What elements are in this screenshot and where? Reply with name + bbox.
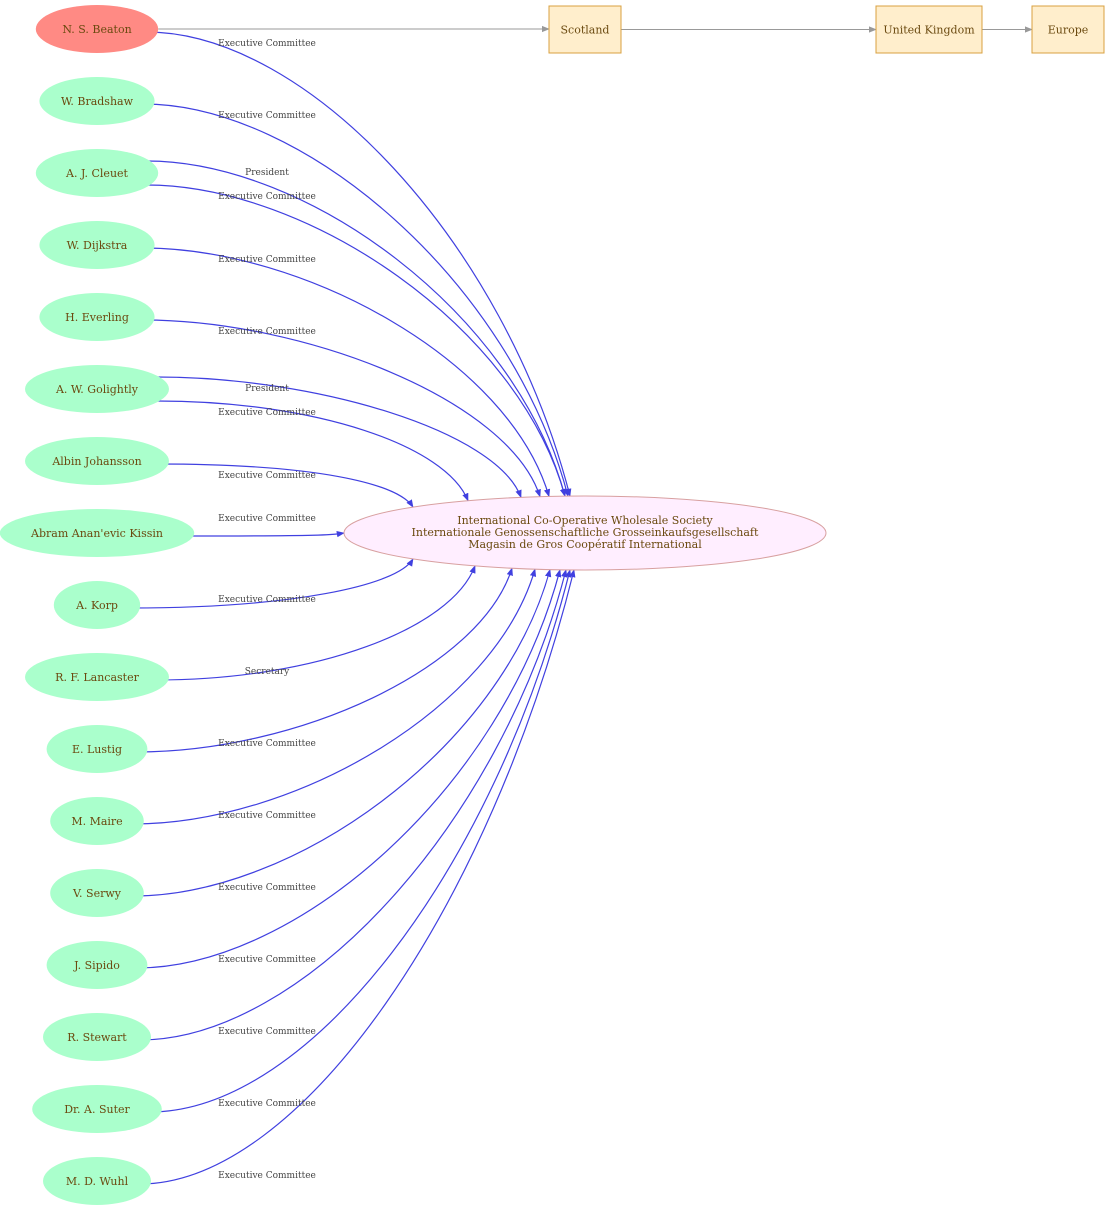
person-name: A. W. Golightly — [55, 383, 139, 396]
place-node-scotland[interactable]: Scotland — [548, 5, 622, 54]
membership-edge-r-stewart-0 — [139, 569, 568, 1041]
person-node-m-d-wuhl[interactable]: M. D. Wuhl — [43, 1157, 151, 1205]
person-node-e-lustig[interactable]: E. Lustig — [46, 725, 148, 773]
membership-edge-dr-a-suter-0 — [149, 569, 572, 1113]
person-node-j-sipido[interactable]: J. Sipido — [46, 941, 148, 989]
membership-edge-a-w-golightly-0 — [156, 376, 522, 499]
edge-label-n-s-beaton-0: Executive Committee — [218, 39, 316, 49]
membership-edge-a-korp-0 — [130, 558, 414, 609]
place-node-united-kingdom[interactable]: United Kingdom — [875, 5, 983, 54]
membership-edge-a-j-cleuet-1 — [146, 184, 567, 497]
person-node-w-dijkstra[interactable]: W. Dijkstra — [39, 221, 155, 269]
person-name: N. S. Beaton — [62, 23, 131, 36]
organization-name-line-3: Magasin de Gros Coopératif International — [468, 538, 702, 551]
person-node-r-stewart[interactable]: R. Stewart — [43, 1013, 151, 1061]
person-name: Dr. A. Suter — [64, 1103, 130, 1116]
edge-label-v-serwy-0: Executive Committee — [218, 883, 316, 893]
person-node-a-w-golightly[interactable]: A. W. Golightly — [25, 365, 169, 413]
edge-label-dr-a-suter-0: Executive Committee — [218, 1099, 316, 1109]
person-node-albin-johansson[interactable]: Albin Johansson — [25, 437, 169, 485]
person-name: A. Korp — [75, 599, 118, 612]
membership-edge-abram-anan-evic-kissin-0 — [179, 530, 345, 538]
membership-edge-j-sipido-0 — [136, 569, 562, 969]
person-node-v-serwy[interactable]: V. Serwy — [50, 869, 144, 917]
edge-label-m-d-wuhl-0: Executive Committee — [218, 1171, 316, 1181]
edge-label-a-w-golightly-0: President — [245, 384, 289, 394]
edge-label-albin-johansson-0: Executive Committee — [218, 471, 316, 481]
nodes-layer: International Co-Operative Wholesale Soc… — [0, 5, 1105, 1205]
membership-edge-albin-johansson-0 — [156, 463, 414, 508]
edge-label-a-j-cleuet-0: President — [245, 168, 289, 178]
person-name: R. F. Lancaster — [55, 671, 139, 684]
person-name: Albin Johansson — [51, 455, 141, 468]
person-name: A. J. Cleuet — [65, 167, 129, 180]
person-node-r-f-lancaster[interactable]: R. F. Lancaster — [25, 653, 169, 701]
membership-edge-n-s-beaton-0 — [146, 31, 572, 497]
person-node-m-maire[interactable]: M. Maire — [50, 797, 144, 845]
organization-name-line-2: Internationale Genossenschaftliche Gross… — [412, 526, 759, 539]
place-name: Europe — [1048, 24, 1089, 37]
person-node-abram-anan-evic-kissin[interactable]: Abram Anan'evic Kissin — [0, 509, 195, 557]
membership-edge-w-dijkstra-0 — [143, 247, 551, 498]
edge-label-r-f-lancaster-0: Secretary — [245, 667, 290, 677]
membership-edge-r-f-lancaster-0 — [156, 565, 476, 681]
person-name: H. Everling — [65, 311, 129, 324]
edge-label-w-dijkstra-0: Executive Committee — [218, 255, 316, 265]
place-name: Scotland — [561, 24, 610, 37]
organization-name-line-1: International Co-Operative Wholesale Soc… — [457, 514, 713, 527]
membership-edge-m-maire-0 — [133, 568, 537, 825]
edge-label-a-w-golightly-1: Executive Committee — [218, 408, 316, 418]
person-node-a-j-cleuet[interactable]: A. J. Cleuet — [35, 149, 159, 197]
person-name: E. Lustig — [72, 743, 122, 756]
place-node-europe[interactable]: Europe — [1031, 5, 1105, 54]
person-node-h-everling[interactable]: H. Everling — [39, 293, 155, 341]
membership-edge-m-d-wuhl-0 — [139, 569, 576, 1185]
edge-label-j-sipido-0: Executive Committee — [218, 955, 316, 965]
membership-edge-e-lustig-0 — [136, 567, 513, 753]
person-name: W. Bradshaw — [61, 95, 134, 108]
person-node-n-s-beaton[interactable]: N. S. Beaton — [35, 5, 159, 53]
organization-node[interactable]: International Co-Operative Wholesale Soc… — [343, 495, 827, 571]
person-name: M. Maire — [71, 815, 122, 828]
person-name: W. Dijkstra — [67, 239, 128, 252]
edge-label-w-bradshaw-0: Executive Committee — [218, 111, 316, 121]
person-node-dr-a-suter[interactable]: Dr. A. Suter — [32, 1085, 162, 1133]
person-name: J. Sipido — [73, 959, 120, 972]
person-node-w-bradshaw[interactable]: W. Bradshaw — [39, 77, 155, 125]
edges-layer — [130, 25, 1033, 1185]
membership-edge-a-j-cleuet-0 — [146, 160, 567, 497]
person-name: V. Serwy — [72, 887, 122, 900]
edge-label-a-j-cleuet-1: Executive Committee — [218, 192, 316, 202]
membership-edge-h-everling-0 — [143, 319, 541, 498]
membership-edge-v-serwy-0 — [133, 568, 552, 897]
edge-label-a-korp-0: Executive Committee — [218, 595, 316, 605]
person-name: R. Stewart — [67, 1031, 127, 1044]
membership-edge-a-w-golightly-1 — [156, 400, 469, 502]
person-node-a-korp[interactable]: A. Korp — [53, 581, 141, 629]
edge-label-r-stewart-0: Executive Committee — [218, 1027, 316, 1037]
person-name: Abram Anan'evic Kissin — [30, 527, 163, 540]
membership-edge-w-bradshaw-0 — [143, 103, 570, 497]
person-name: M. D. Wuhl — [66, 1175, 129, 1188]
edge-label-h-everling-0: Executive Committee — [218, 327, 316, 337]
edge-label-abram-anan-evic-kissin-0: Executive Committee — [218, 514, 316, 524]
edge-label-m-maire-0: Executive Committee — [218, 811, 316, 821]
edge-label-e-lustig-0: Executive Committee — [218, 739, 316, 749]
place-name: United Kingdom — [883, 24, 975, 37]
